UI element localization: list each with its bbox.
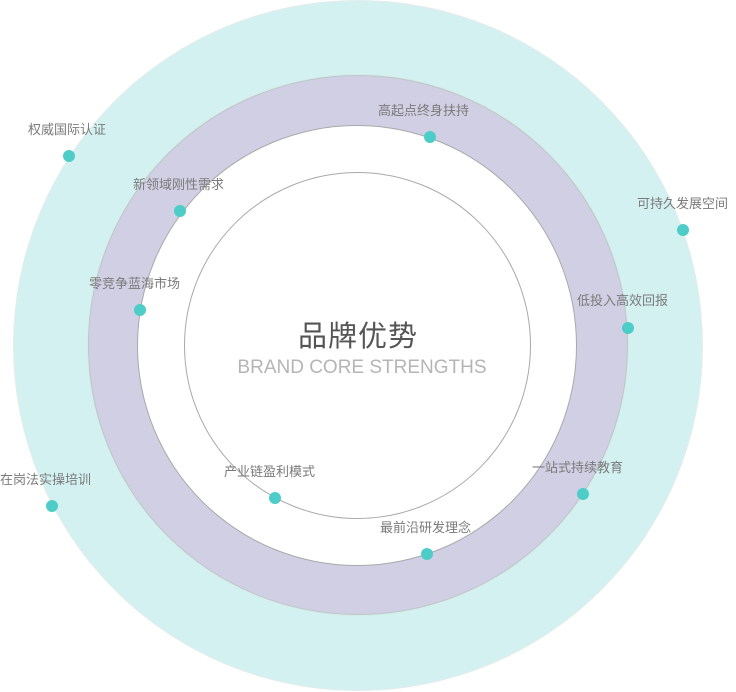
strength-dot-icon	[174, 205, 186, 217]
strength-label: 高起点终身扶持	[378, 104, 470, 119]
strength-dot-icon	[421, 548, 433, 560]
inner-circle	[184, 172, 531, 519]
strength-label: 可持久发展空间	[637, 197, 729, 212]
strength-label: 产业链盈利模式	[224, 465, 316, 480]
strength-label: 零竞争蓝海市场	[89, 277, 181, 292]
strength-dot-icon	[269, 492, 281, 504]
center-title: 品牌优势	[297, 319, 418, 353]
strength-dot-icon	[577, 488, 589, 500]
center-subtitle: BRAND CORE STRENGTHS	[237, 357, 487, 378]
strength-label: 在岗法实操培训	[0, 473, 92, 488]
strength-label: 最前沿研发理念	[380, 521, 472, 536]
strength-dot-icon	[424, 131, 436, 143]
strength-dot-icon	[46, 500, 58, 512]
strength-dot-icon	[677, 224, 689, 236]
strength-dot-icon	[63, 150, 75, 162]
strength-dot-icon	[622, 322, 634, 334]
strength-label: 一站式持续教育	[532, 461, 624, 476]
strength-dot-icon	[134, 304, 146, 316]
strength-label: 低投入高效回报	[577, 294, 669, 309]
strength-label: 新领域刚性需求	[133, 178, 225, 193]
strength-label: 权威国际认证	[28, 123, 107, 138]
